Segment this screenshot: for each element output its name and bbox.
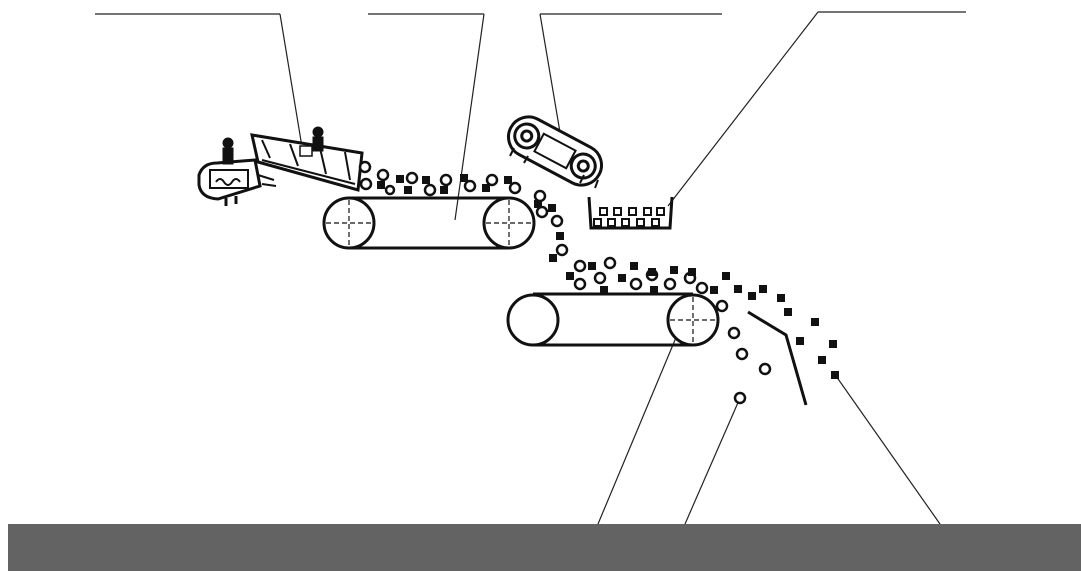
square-particles bbox=[377, 174, 839, 379]
ring-particle-icon bbox=[758, 362, 772, 376]
ring-particle-icon bbox=[463, 179, 477, 193]
leader-line-4 bbox=[667, 11, 819, 207]
square-particle-icon bbox=[396, 175, 404, 183]
ring-particle-icon bbox=[629, 277, 643, 291]
ring-particle-icon bbox=[603, 256, 617, 270]
square-particle-icon bbox=[831, 371, 839, 379]
ring-particle-icon bbox=[533, 189, 547, 203]
ring-particle-icon bbox=[695, 281, 709, 295]
leader-lines bbox=[95, 11, 966, 525]
leader-line-6 bbox=[684, 397, 741, 525]
ring-particle-icon bbox=[715, 299, 729, 313]
square-particle-icon bbox=[784, 308, 792, 316]
ring-particle-icon bbox=[735, 347, 749, 361]
square-particle-icon bbox=[759, 285, 767, 293]
ring-particle-icon bbox=[535, 205, 549, 219]
square-particle-icon bbox=[534, 200, 542, 208]
square-particle-icon bbox=[422, 176, 430, 184]
ring-particle-icon bbox=[423, 183, 437, 197]
leader-line-2 bbox=[454, 13, 485, 221]
collection-bin-icon bbox=[587, 196, 674, 230]
ring-particle-icon bbox=[733, 391, 747, 405]
square-particle-icon bbox=[650, 286, 658, 294]
square-particle-icon bbox=[648, 268, 656, 276]
leader-line-1 bbox=[279, 13, 304, 154]
ring-particle-icon bbox=[358, 160, 372, 174]
square-particle-icon bbox=[556, 232, 564, 240]
square-particle-icon bbox=[566, 272, 574, 280]
leader-line-7 bbox=[835, 375, 941, 525]
ring-particle-icon bbox=[376, 168, 390, 182]
ring-particle-icon bbox=[555, 243, 569, 257]
ring-particle-icon bbox=[573, 277, 587, 291]
belt-conveyor-icon bbox=[322, 196, 536, 250]
square-particle-icon bbox=[460, 174, 468, 182]
ring-particle-icon bbox=[727, 326, 741, 340]
overhead-magnet-icon bbox=[507, 115, 603, 189]
leader-line-5 bbox=[597, 327, 681, 525]
square-particle-icon bbox=[722, 272, 730, 280]
ring-particle-icon bbox=[485, 173, 499, 187]
square-particle-icon bbox=[504, 176, 512, 184]
square-particle-icon bbox=[404, 186, 412, 194]
ring-particle-icon bbox=[405, 171, 419, 185]
ring-particle-icon bbox=[593, 271, 607, 285]
ring-particle-icon bbox=[573, 259, 587, 273]
leader-line-3 bbox=[539, 13, 564, 151]
square-particle-icon bbox=[748, 292, 756, 300]
square-particle-icon bbox=[618, 274, 626, 282]
square-particle-icon bbox=[796, 337, 804, 345]
splitter-plate-icon bbox=[747, 310, 808, 406]
vibrating-feeder-icon bbox=[197, 126, 364, 206]
ring-particle-icon bbox=[550, 214, 564, 228]
square-particle-icon bbox=[548, 204, 556, 212]
ring-particle-icon bbox=[439, 173, 453, 187]
footer-band bbox=[8, 524, 1081, 571]
square-particle-icon bbox=[829, 340, 837, 348]
square-particle-icon bbox=[630, 262, 638, 270]
square-particle-icon bbox=[688, 268, 696, 276]
square-particle-icon bbox=[777, 294, 785, 302]
square-particle-icon bbox=[670, 266, 678, 274]
ring-particle-icon bbox=[384, 184, 396, 196]
square-particle-icon bbox=[549, 254, 557, 262]
square-particle-icon bbox=[588, 262, 596, 270]
square-particle-icon bbox=[710, 286, 718, 294]
ring-particle-icon bbox=[359, 177, 373, 191]
square-particle-icon bbox=[600, 286, 608, 294]
square-particle-icon bbox=[734, 285, 742, 293]
square-particle-icon bbox=[818, 356, 826, 364]
square-particle-icon bbox=[440, 186, 448, 194]
ring-particle-icon bbox=[508, 181, 522, 195]
eddy-current-pulley-icon bbox=[506, 292, 720, 347]
ring-particle-icon bbox=[663, 277, 677, 291]
ring-particles bbox=[358, 160, 772, 405]
square-particle-icon bbox=[482, 184, 490, 192]
square-particle-icon bbox=[811, 318, 819, 326]
square-particle-icon bbox=[377, 181, 385, 189]
